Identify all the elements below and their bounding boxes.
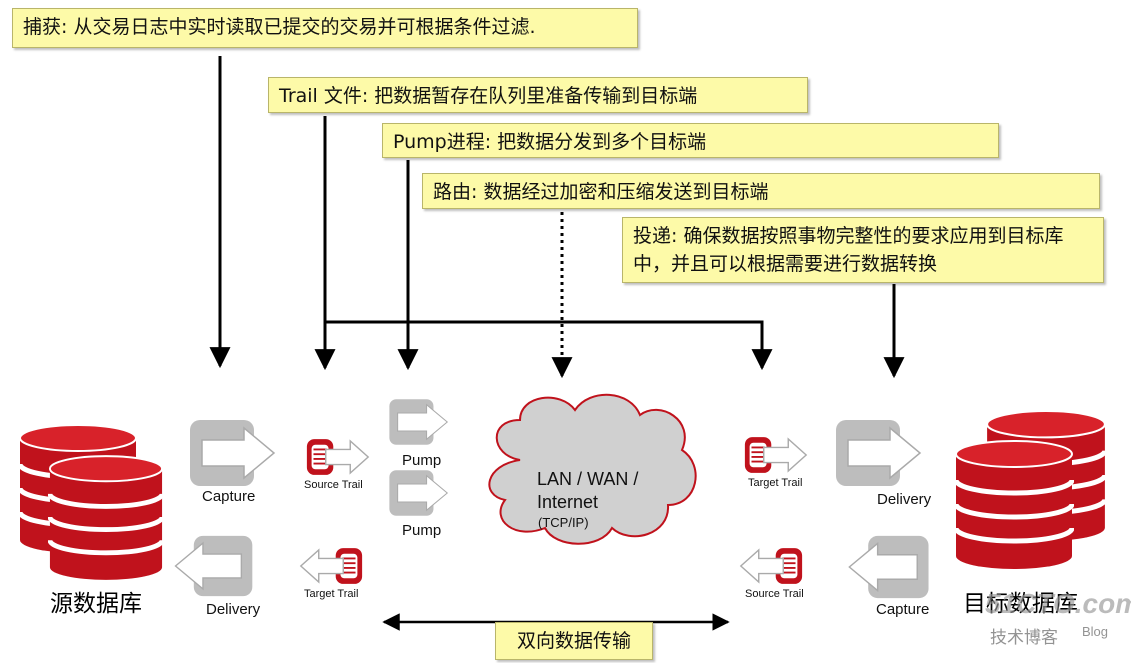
delivery-process-icon [174, 535, 254, 597]
network-label-line2: Internet [537, 492, 599, 512]
target-trail-label-right: Target Trail [748, 477, 803, 489]
pump-label-top: Pump [402, 452, 442, 469]
pump-label-bottom: Pump [402, 522, 442, 539]
capture-label-left: Capture [202, 488, 256, 505]
target-trail-icon-left [299, 547, 364, 585]
watermark-tagline: 技术博客 [990, 628, 1058, 647]
bidirectional-label: 双向数据传输 [495, 622, 653, 660]
delivery-callout: 投递: 确保数据按照事物完整性的要求应用到目标库中，并且可以根据需要进行数据转换 [622, 217, 1104, 283]
target-trail-label-left: Target Trail [304, 588, 359, 600]
watermark-blog: Blog [1082, 624, 1109, 639]
source-trail-label-right: Source Trail [745, 588, 804, 600]
trail-callout: Trail 文件: 把数据暂存在队列里准备传输到目标端 [268, 77, 808, 113]
target-db-label: 目标数据库 [963, 591, 1078, 617]
watermark-site: 51CTO.com [985, 588, 1131, 619]
pump-process-icon-bottom [388, 469, 448, 517]
capture-callout: 捕获: 从交易日志中实时读取已提交的交易并可根据条件过滤. [12, 8, 638, 48]
source-trail-icon-right [739, 547, 804, 585]
connector-lines [209, 56, 905, 379]
network-label-line1: LAN / WAN / [537, 469, 639, 489]
delivery-label-right: Delivery [877, 491, 932, 508]
pump-callout: Pump进程: 把数据分发到多个目标端 [382, 123, 999, 158]
source-db-label: 源数据库 [50, 591, 142, 617]
target-trail-icon-right [743, 436, 808, 474]
target-database-icon [956, 411, 1105, 569]
capture-process-icon [189, 419, 275, 487]
source-database-icon [20, 425, 162, 580]
network-label-line3: (TCP/IP) [538, 515, 589, 530]
pump-process-icon-top [388, 398, 448, 446]
capture-label-right: Capture [876, 601, 930, 618]
delivery-label-left: Delivery [206, 601, 261, 618]
route-callout: 路由: 数据经过加密和压缩发送到目标端 [422, 173, 1100, 209]
capture-process-icon-right [848, 535, 930, 599]
source-trail-label-left: Source Trail [304, 479, 363, 491]
delivery-process-icon-right [835, 419, 921, 487]
network-cloud-icon [488, 393, 697, 545]
source-trail-icon [305, 438, 370, 476]
